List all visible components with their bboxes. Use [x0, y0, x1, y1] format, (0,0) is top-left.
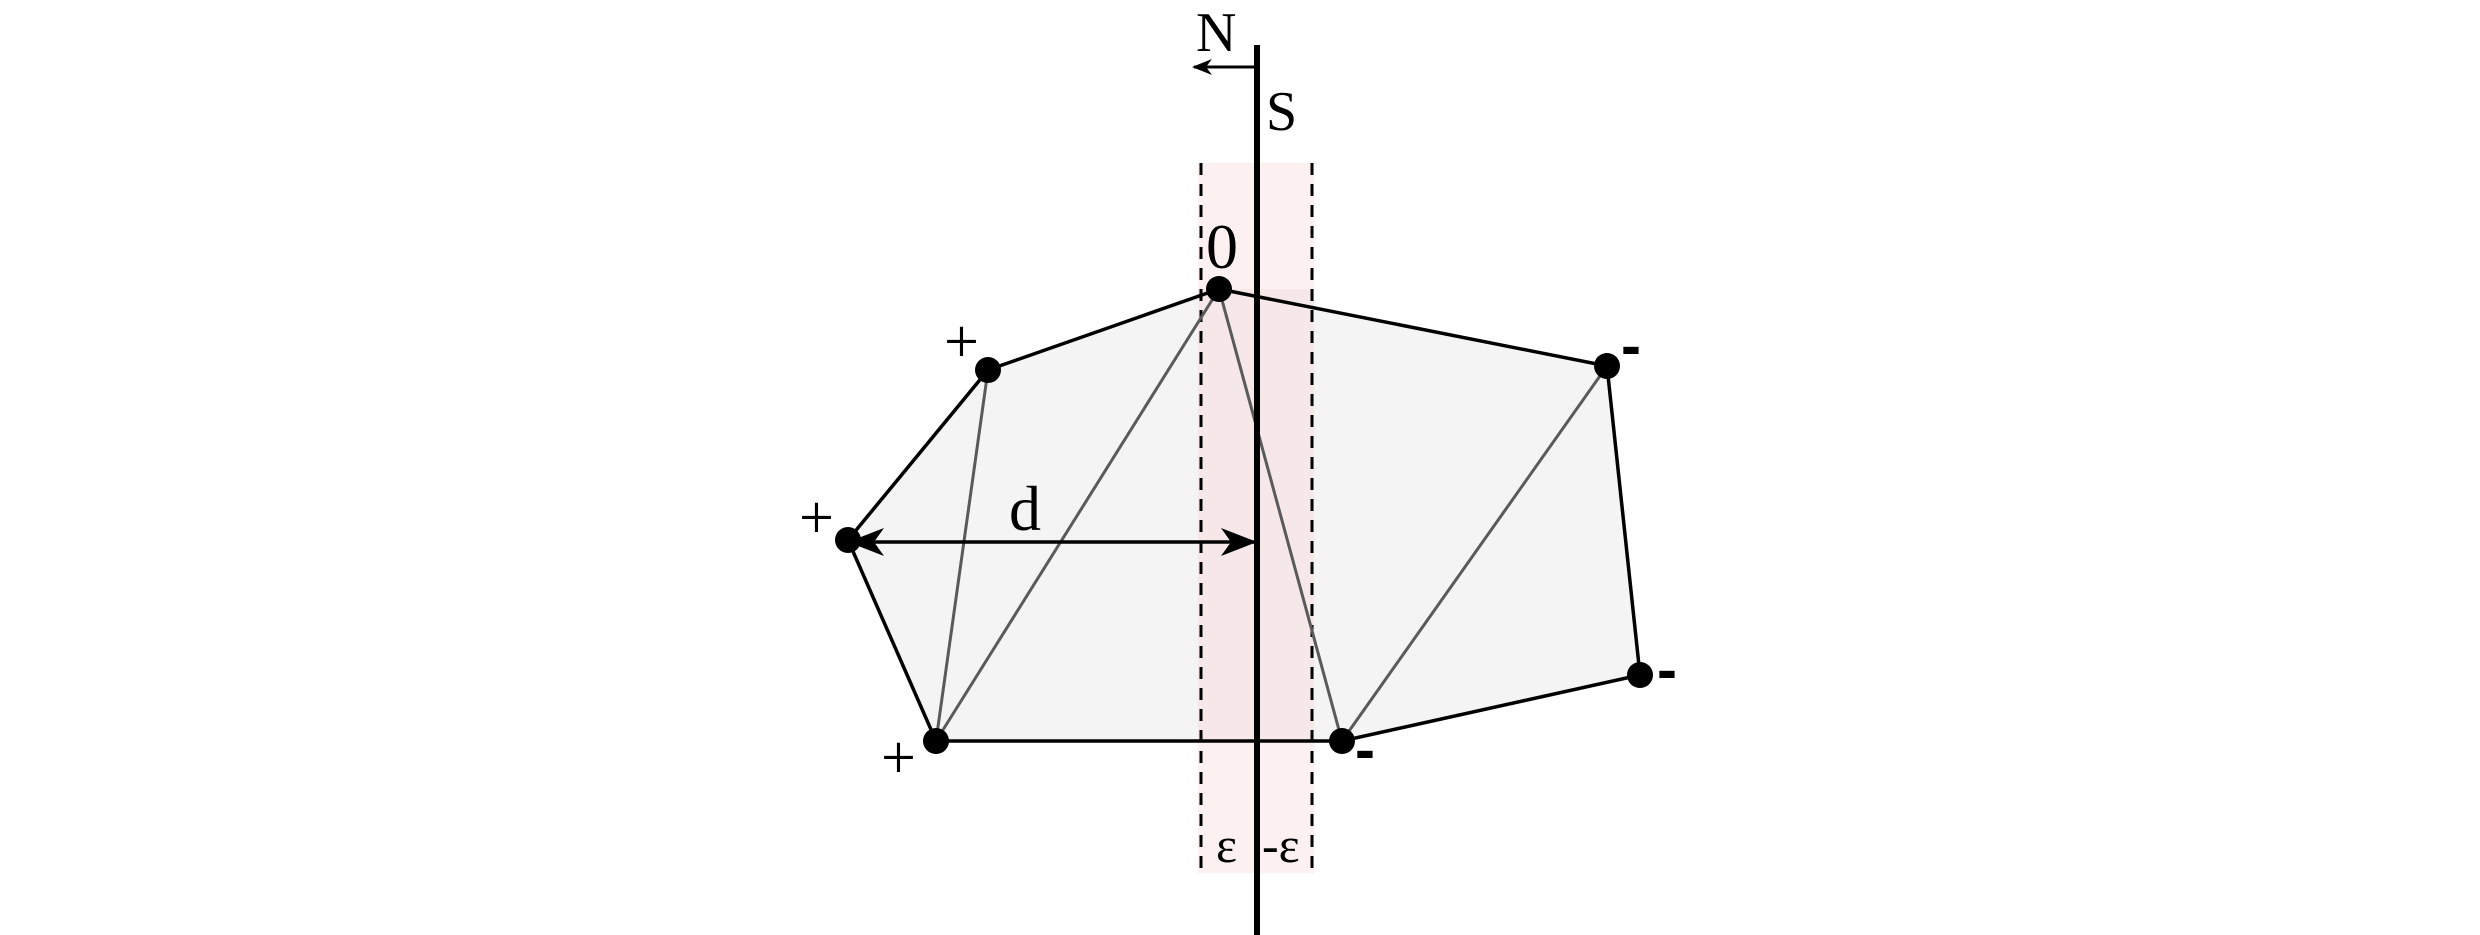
- north-label: N: [1196, 2, 1236, 64]
- distance-label: d: [1009, 473, 1041, 544]
- vertex-right: [1627, 662, 1653, 688]
- epsilon-positive-label: ε: [1216, 817, 1237, 873]
- minus-label-bottom-center: -: [1355, 716, 1375, 783]
- epsilon-negative-label: -ε: [1262, 817, 1300, 873]
- convex-hull-outline: [845, 287, 1642, 743]
- vertex-upper-left: [975, 357, 1001, 383]
- vertex-bottom-left: [923, 728, 949, 754]
- plus-label-left: +: [799, 484, 834, 552]
- vertices: [835, 276, 1653, 754]
- south-label: S: [1266, 81, 1297, 143]
- vertex-upper-right: [1594, 353, 1620, 379]
- top-vertex-label: 0: [1206, 211, 1238, 282]
- minus-label-upper-right: -: [1621, 312, 1641, 379]
- minus-label-right: -: [1657, 636, 1677, 703]
- plus-label-upper-left: +: [944, 308, 979, 376]
- vertex-top: [1206, 276, 1232, 302]
- plus-label-bottom-left: +: [881, 724, 916, 792]
- vertex-bottom-center: [1329, 728, 1355, 754]
- vertex-left: [835, 527, 861, 553]
